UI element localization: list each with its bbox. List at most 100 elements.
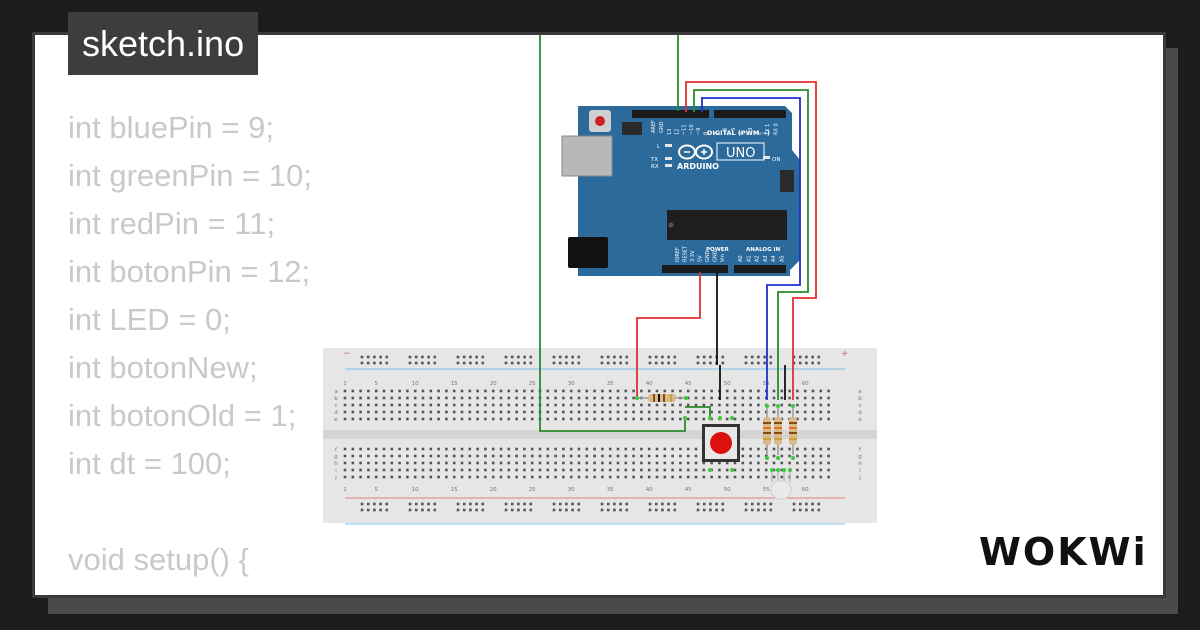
rail-hole xyxy=(673,361,677,365)
breadboard-hole xyxy=(538,447,542,451)
breadboard-hole xyxy=(569,468,573,472)
rail-hole xyxy=(571,361,574,365)
breadboard-hole xyxy=(406,454,409,458)
breadboard-hole xyxy=(530,468,534,472)
rail-hole xyxy=(696,355,700,359)
breadboard-hole xyxy=(429,396,433,400)
breadboard-hole xyxy=(788,403,791,407)
rail-hole xyxy=(481,361,485,365)
push-button-icon[interactable] xyxy=(702,424,740,462)
breadboard-hole xyxy=(515,461,518,465)
rail-hole xyxy=(654,361,658,365)
breadboard-hole xyxy=(359,417,362,421)
rail-hole xyxy=(757,502,760,506)
breadboard-hole xyxy=(523,417,526,421)
breadboard-hole xyxy=(663,410,667,414)
breadboard-hole xyxy=(764,447,768,451)
breadboard-hole xyxy=(733,475,737,479)
breadboard-hole xyxy=(608,468,612,472)
power-pin-label: Vin xyxy=(720,254,726,262)
breadboard-hole xyxy=(788,410,791,414)
breadboard-hole xyxy=(796,447,799,451)
rail-hole xyxy=(798,361,802,365)
rail-hole xyxy=(408,502,412,506)
rail-hole xyxy=(408,355,412,359)
breadboard-hole xyxy=(382,468,386,472)
breadboard-hole xyxy=(390,468,394,472)
rail-hole xyxy=(529,361,533,365)
led-l-label: L xyxy=(657,144,661,150)
row-letter: j xyxy=(334,475,337,481)
breadboard-hole xyxy=(569,403,573,407)
breadboard-hole xyxy=(827,461,830,465)
rail-hole xyxy=(817,361,821,365)
breadboard-hole xyxy=(476,410,479,414)
rail-hole xyxy=(523,355,526,359)
breadboard-hole xyxy=(616,410,620,414)
breadboard-hole xyxy=(413,410,417,414)
breadboard-hole xyxy=(616,417,620,421)
breadboard-hole xyxy=(624,396,628,400)
breadboard-hole xyxy=(359,389,362,393)
rail-hole xyxy=(565,502,568,506)
breadboard-hole xyxy=(647,389,651,393)
analog-pin-label: A4 xyxy=(771,255,777,262)
breadboard-hole xyxy=(757,475,760,479)
rail-hole xyxy=(481,502,485,506)
breadboard-hole xyxy=(749,417,752,421)
blue-wire-pin9 xyxy=(701,97,801,400)
rail-hole xyxy=(625,355,629,359)
breadboard-hole xyxy=(593,468,596,472)
breadboard-hole xyxy=(343,389,347,393)
breadboard-hole xyxy=(819,396,823,400)
power-jack xyxy=(568,237,608,268)
breadboard-hole xyxy=(421,396,425,400)
icsp-header-small xyxy=(622,122,642,135)
breadboard-hole xyxy=(351,396,355,400)
red-wire-5v xyxy=(636,272,701,398)
breadboard-hole xyxy=(452,461,456,465)
breadboard-hole xyxy=(772,461,776,465)
breadboard-hole xyxy=(499,468,503,472)
digital-pin-label: ~3 xyxy=(748,128,754,135)
breadboard-hole xyxy=(343,417,347,421)
breadboard-hole xyxy=(710,410,713,414)
led-rx-label: RX xyxy=(651,164,659,170)
breadboard-hole xyxy=(421,468,425,472)
breadboard-hole xyxy=(406,417,409,421)
breadboard-hole xyxy=(421,454,425,458)
breadboard-hole xyxy=(452,389,456,393)
push-button-cap[interactable] xyxy=(710,432,732,454)
rail-hole xyxy=(373,355,376,359)
rail-hole xyxy=(613,355,616,359)
breadboard-hole xyxy=(632,417,635,421)
breadboard-hole xyxy=(554,396,557,400)
breadboard-hole xyxy=(452,396,456,400)
microcontroller-chip xyxy=(667,210,787,240)
breadboard-hole xyxy=(757,447,760,451)
breadboard-hole xyxy=(538,468,542,472)
breadboard-hole xyxy=(507,468,511,472)
rail-minus-sign: − xyxy=(343,349,351,359)
breadboard-hole xyxy=(452,417,456,421)
rail-hole xyxy=(625,508,629,512)
breadboard-hole xyxy=(632,447,635,451)
breadboard-hole xyxy=(569,475,573,479)
rail-hole xyxy=(709,361,712,365)
digital-header-right xyxy=(714,110,786,118)
rail-hole xyxy=(379,502,382,506)
rail-hole xyxy=(696,502,700,506)
column-number: 1 xyxy=(343,381,347,387)
rail-hole xyxy=(421,502,424,506)
breadboard-hole xyxy=(546,389,550,393)
breadboard-hole xyxy=(413,454,417,458)
wires xyxy=(539,35,817,432)
breadboard-hole xyxy=(686,468,690,472)
breadboard-hole xyxy=(694,468,698,472)
breadboard-hole xyxy=(749,447,752,451)
breadboard-hole xyxy=(530,389,534,393)
rail-hole xyxy=(427,361,430,365)
breadboard-hole xyxy=(390,403,394,407)
breadboard-hole xyxy=(413,403,417,407)
breadboard-hole xyxy=(562,461,565,465)
